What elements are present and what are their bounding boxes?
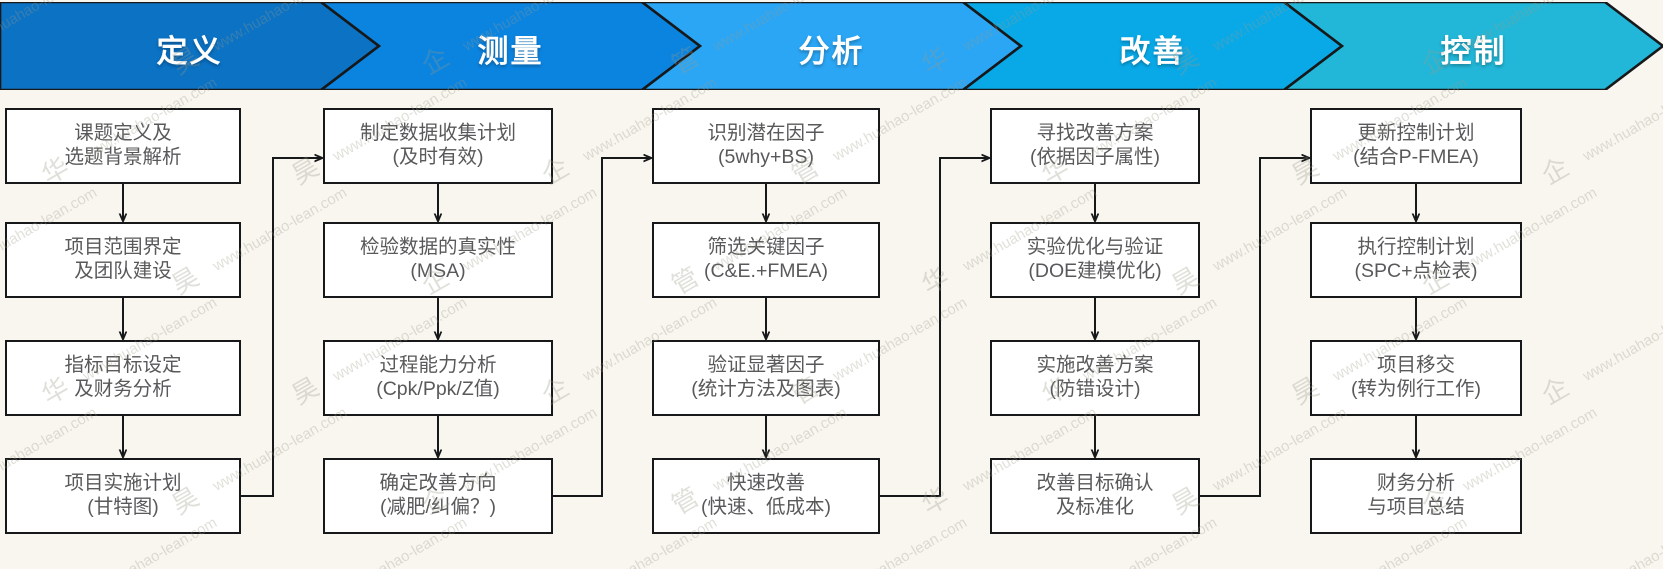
step-line-1: 验证显著因子 — [707, 354, 825, 377]
step-line-2: 及团队建设 — [74, 260, 172, 282]
step-line-1: 制定数据收集计划 — [359, 122, 516, 145]
step-box-c4-r3[interactable]: 实施改善方案(防错设计) — [990, 340, 1200, 416]
step-line-1: 实验优化与验证 — [1026, 236, 1164, 259]
step-box-c1-r1[interactable]: 课题定义及选题背景解析 — [5, 108, 241, 184]
dmaic-phase-banner — [0, 2, 1663, 90]
step-line-2: (MSA) — [410, 260, 466, 282]
step-line-1: 筛选关键因子 — [707, 236, 825, 259]
step-line-1: 改善目标确认 — [1036, 472, 1154, 495]
connector-phase-c2-to-c3 — [553, 158, 651, 497]
step-line-1: 识别潜在因子 — [707, 122, 825, 145]
step-box-c4-r2[interactable]: 实验优化与验证(DOE建模优化) — [990, 222, 1200, 298]
step-box-c5-r4[interactable]: 财务分析与项目总结 — [1310, 458, 1522, 534]
step-line-1: 快速改善 — [726, 472, 805, 495]
step-line-2: 及财务分析 — [74, 378, 172, 400]
phase-label-1: 定义 — [156, 34, 223, 69]
phase-label-5: 控制 — [1440, 34, 1507, 69]
step-box-c5-r2[interactable]: 执行控制计划(SPC+点检表) — [1310, 222, 1522, 298]
step-line-1: 项目移交 — [1376, 354, 1455, 377]
connector-phase-c3-to-c4 — [880, 158, 989, 497]
step-box-c2-r1[interactable]: 制定数据收集计划(及时有效) — [323, 108, 553, 184]
phase-label-2: 测量 — [477, 34, 544, 69]
step-box-c1-r3[interactable]: 指标目标设定及财务分析 — [5, 340, 241, 416]
step-line-2: (转为例行工作) — [1351, 378, 1481, 400]
step-box-c3-r3[interactable]: 验证显著因子(统计方法及图表) — [652, 340, 880, 416]
phase-label-3: 分析 — [798, 34, 865, 69]
step-line-1: 项目范围界定 — [64, 236, 182, 259]
step-line-1: 课题定义及 — [74, 122, 172, 145]
step-line-1: 过程能力分析 — [379, 354, 497, 377]
step-line-2: (减肥/纠偏？) — [380, 496, 496, 518]
step-line-2: (甘特图) — [87, 496, 159, 518]
phase-label-4: 改善 — [1119, 34, 1186, 69]
step-box-c2-r2[interactable]: 检验数据的真实性(MSA) — [323, 222, 553, 298]
step-line-2: (结合P-FMEA) — [1353, 146, 1479, 168]
step-line-1: 财务分析 — [1376, 472, 1455, 495]
step-box-c3-r1[interactable]: 识别潜在因子(5why+BS) — [652, 108, 880, 184]
step-box-c5-r3[interactable]: 项目移交(转为例行工作) — [1310, 340, 1522, 416]
step-line-1: 指标目标设定 — [64, 354, 182, 377]
connector-phase-c1-to-c2 — [241, 158, 322, 497]
step-box-c1-r2[interactable]: 项目范围界定及团队建设 — [5, 222, 241, 298]
phase-chevron-4[interactable] — [960, 2, 1345, 90]
step-line-2: (防错设计) — [1049, 378, 1141, 400]
step-box-c3-r2[interactable]: 筛选关键因子(C&E.+FMEA) — [652, 222, 880, 298]
step-box-c4-r4[interactable]: 改善目标确认及标准化 — [990, 458, 1200, 534]
phase-chevron-2[interactable] — [318, 2, 703, 90]
step-line-1: 确定改善方向 — [379, 472, 497, 495]
phase-chevron-5[interactable] — [1281, 2, 1663, 90]
step-line-1: 寻找改善方案 — [1036, 122, 1154, 145]
step-line-2: 及标准化 — [1055, 496, 1134, 518]
step-line-2: (Cpk/Ppk/Z值) — [376, 378, 500, 400]
step-line-2: (C&E.+FMEA) — [703, 260, 829, 282]
step-box-c1-r4[interactable]: 项目实施计划(甘特图) — [5, 458, 241, 534]
step-line-1: 执行控制计划 — [1357, 236, 1475, 259]
step-box-c2-r3[interactable]: 过程能力分析(Cpk/Ppk/Z值) — [323, 340, 553, 416]
connector-phase-c4-to-c5 — [1200, 158, 1309, 497]
step-line-2: (SPC+点检表) — [1354, 260, 1478, 282]
step-line-2: (依据因子属性) — [1030, 146, 1160, 168]
step-box-c3-r4[interactable]: 快速改善(快速、低成本) — [652, 458, 880, 534]
step-box-c2-r4[interactable]: 确定改善方向(减肥/纠偏？) — [323, 458, 553, 534]
step-line-2: (5why+BS) — [718, 146, 814, 168]
step-box-c4-r1[interactable]: 寻找改善方案(依据因子属性) — [990, 108, 1200, 184]
phase-chevron-3[interactable] — [639, 2, 1024, 90]
step-line-1: 实施改善方案 — [1036, 354, 1154, 377]
step-box-c5-r1[interactable]: 更新控制计划(结合P-FMEA) — [1310, 108, 1522, 184]
step-line-2: (统计方法及图表) — [691, 378, 841, 400]
step-line-1: 检验数据的真实性 — [359, 236, 516, 259]
step-line-2: (DOE建模优化) — [1028, 260, 1162, 282]
step-line-2: 选题背景解析 — [64, 146, 182, 168]
step-line-2: (及时有效) — [392, 146, 484, 168]
step-line-1: 更新控制计划 — [1357, 122, 1475, 145]
step-line-2: (快速、低成本) — [701, 496, 831, 518]
step-line-2: 与项目总结 — [1367, 496, 1465, 518]
step-line-1: 项目实施计划 — [64, 472, 182, 495]
